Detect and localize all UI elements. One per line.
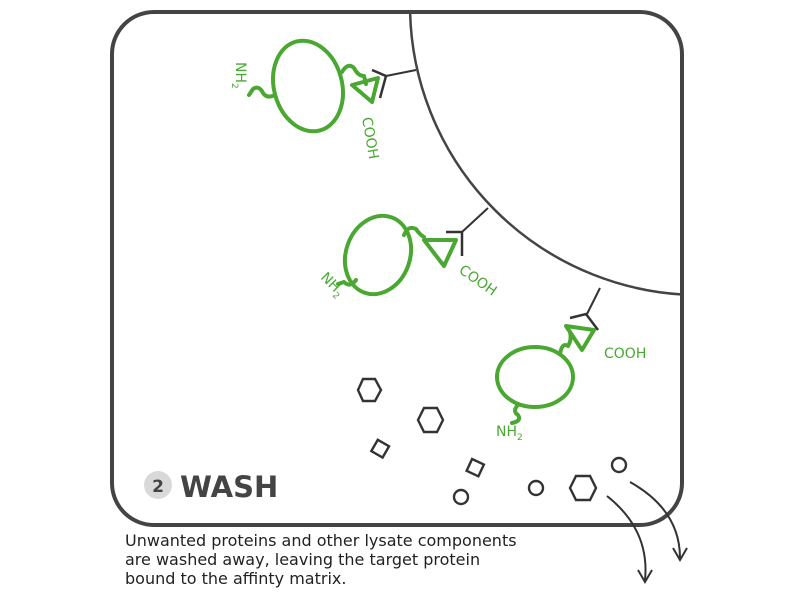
amino-terminus-label: NH2 bbox=[229, 62, 248, 89]
hexagon-molecule bbox=[416, 406, 445, 434]
affinity-bead bbox=[408, 12, 682, 297]
column-frame bbox=[110, 10, 684, 527]
bound-protein-2: NH2 COOH bbox=[315, 207, 500, 302]
hexagon-molecule bbox=[568, 474, 598, 502]
caption-line: are washed away, leaving the target prot… bbox=[125, 550, 481, 569]
step-title: WASH bbox=[180, 470, 278, 504]
step-caption: Unwanted proteins and other lysate compo… bbox=[125, 531, 517, 588]
circle-molecule bbox=[452, 488, 470, 506]
flow-arrow-icon bbox=[606, 481, 688, 584]
caption-line: bound to the affinty matrix. bbox=[125, 569, 347, 588]
step-number: 2 bbox=[152, 477, 164, 497]
step-number-badge bbox=[144, 471, 172, 499]
washed-away-debris bbox=[356, 377, 628, 506]
caption-line: Unwanted proteins and other lysate compo… bbox=[125, 531, 517, 550]
circle-molecule bbox=[610, 456, 628, 474]
square-molecule bbox=[369, 438, 391, 460]
amino-terminus-label: NH2 bbox=[315, 270, 347, 302]
circle-molecule bbox=[527, 479, 545, 497]
bound-protein-1: NH2 COOH bbox=[229, 38, 417, 160]
carboxyl-terminus-label: COOH bbox=[456, 262, 500, 299]
carboxyl-terminus-label: COOH bbox=[358, 116, 381, 160]
amino-terminus-label: NH2 bbox=[496, 424, 523, 443]
bound-protein-3: COOH NH2 bbox=[495, 287, 646, 443]
carboxyl-terminus-label: COOH bbox=[604, 346, 646, 362]
square-molecule bbox=[465, 457, 486, 478]
hexagon-molecule bbox=[356, 377, 383, 403]
